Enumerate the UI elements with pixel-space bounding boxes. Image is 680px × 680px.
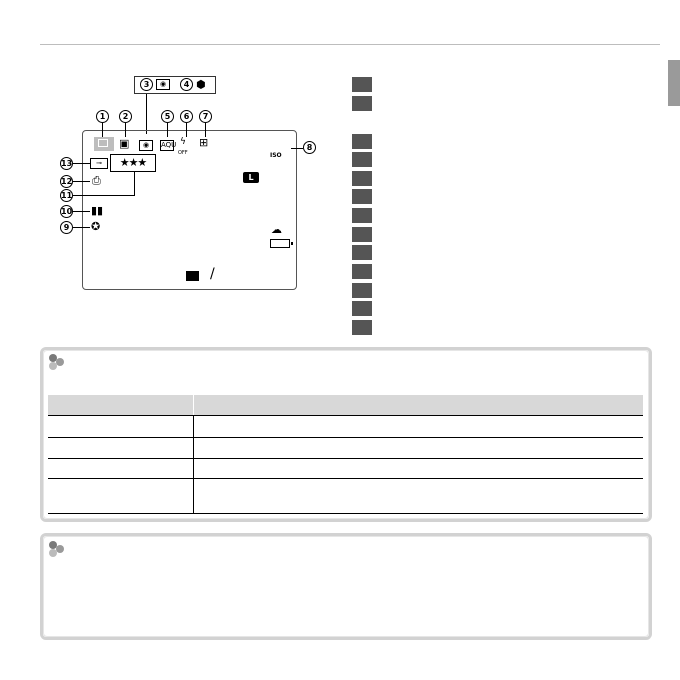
battery-icon (270, 239, 293, 248)
table-row (48, 437, 643, 438)
table-row (48, 478, 643, 479)
callout-9: 9 (60, 221, 73, 234)
hex-icon (49, 541, 57, 549)
table-header-divider (193, 395, 194, 415)
callout-12: 12 (60, 175, 73, 188)
top-callout-box (134, 76, 216, 94)
bullet-6 (352, 189, 372, 204)
dynamic-range-icon: AQU (160, 140, 177, 151)
line-3 (146, 94, 147, 134)
line-1 (102, 123, 103, 137)
note-box-1 (40, 347, 652, 522)
flash-off-icon: ϟ (180, 137, 186, 147)
callout-2: 2 (119, 110, 132, 123)
bullet-8 (352, 227, 372, 242)
line-5 (167, 123, 168, 137)
callout-13: 13 (60, 157, 73, 170)
red-eye-icon: ◉ (139, 140, 153, 151)
line-9 (73, 227, 90, 228)
red-eye-icon: ◉ (156, 79, 170, 90)
header-rule (40, 44, 660, 45)
bullet-7 (352, 208, 372, 223)
bullet-9 (352, 245, 372, 260)
bullet-5 (352, 171, 372, 186)
print-icon: ⎙ (92, 174, 101, 187)
line-2 (125, 123, 126, 137)
line-6 (186, 123, 187, 137)
bullet-12 (352, 301, 372, 316)
protect-icon: ⊸ (90, 158, 108, 169)
table-row (48, 458, 643, 459)
line-11a (73, 195, 135, 196)
callout-8: 8 (303, 141, 316, 154)
callout-5: 5 (161, 110, 174, 123)
red-eye-removed-icon: ⬢ (196, 78, 206, 91)
flash-off-label: OFF (178, 150, 188, 156)
callout-4: 4 (180, 78, 193, 91)
bullet-1 (352, 77, 372, 92)
bullet-13 (352, 320, 372, 335)
exposure-compensation-icon (186, 271, 199, 281)
face-detection-icon: ▣ (119, 137, 130, 150)
callout-10: 10 (60, 205, 73, 218)
bullet-4 (352, 152, 372, 167)
bullet-10 (352, 264, 372, 279)
callout-1: 1 (96, 110, 109, 123)
hex-icon (56, 358, 64, 366)
chapter-tab (668, 60, 680, 106)
bullet-3 (352, 134, 372, 149)
line-8 (291, 148, 303, 149)
line-11b (134, 172, 135, 196)
gift-icon: ⊞ (199, 136, 209, 149)
hex-icon (49, 549, 57, 557)
iso-label: ISO (270, 152, 282, 159)
hex-icon (49, 362, 57, 370)
bullet-11 (352, 283, 372, 298)
hex-icon (56, 545, 64, 553)
playback-icon (94, 137, 114, 151)
photobook-icon: ▮▮ (91, 204, 104, 217)
slash-separator: / (210, 266, 215, 282)
callout-6: 6 (180, 110, 193, 123)
world-time-icon: ✪ (91, 220, 101, 233)
note-box-2 (40, 533, 652, 640)
quality-icon: L (243, 172, 259, 183)
line-10 (73, 211, 90, 212)
lcd-screen (82, 130, 297, 290)
hex-icon (49, 354, 57, 362)
callout-11: 11 (60, 189, 73, 202)
table-row (48, 513, 643, 514)
callout-3: 3 (140, 78, 153, 91)
cloudy-icon: ☁ (271, 223, 282, 236)
callout-7: 7 (199, 110, 212, 123)
table-row (48, 415, 643, 416)
table-col-divider (193, 415, 194, 513)
stars-rating: ★★★ (110, 154, 156, 172)
bullet-2 (352, 96, 372, 111)
table-header (48, 395, 643, 415)
line-7 (205, 123, 206, 137)
line-12 (73, 181, 90, 182)
line-13 (73, 163, 90, 164)
